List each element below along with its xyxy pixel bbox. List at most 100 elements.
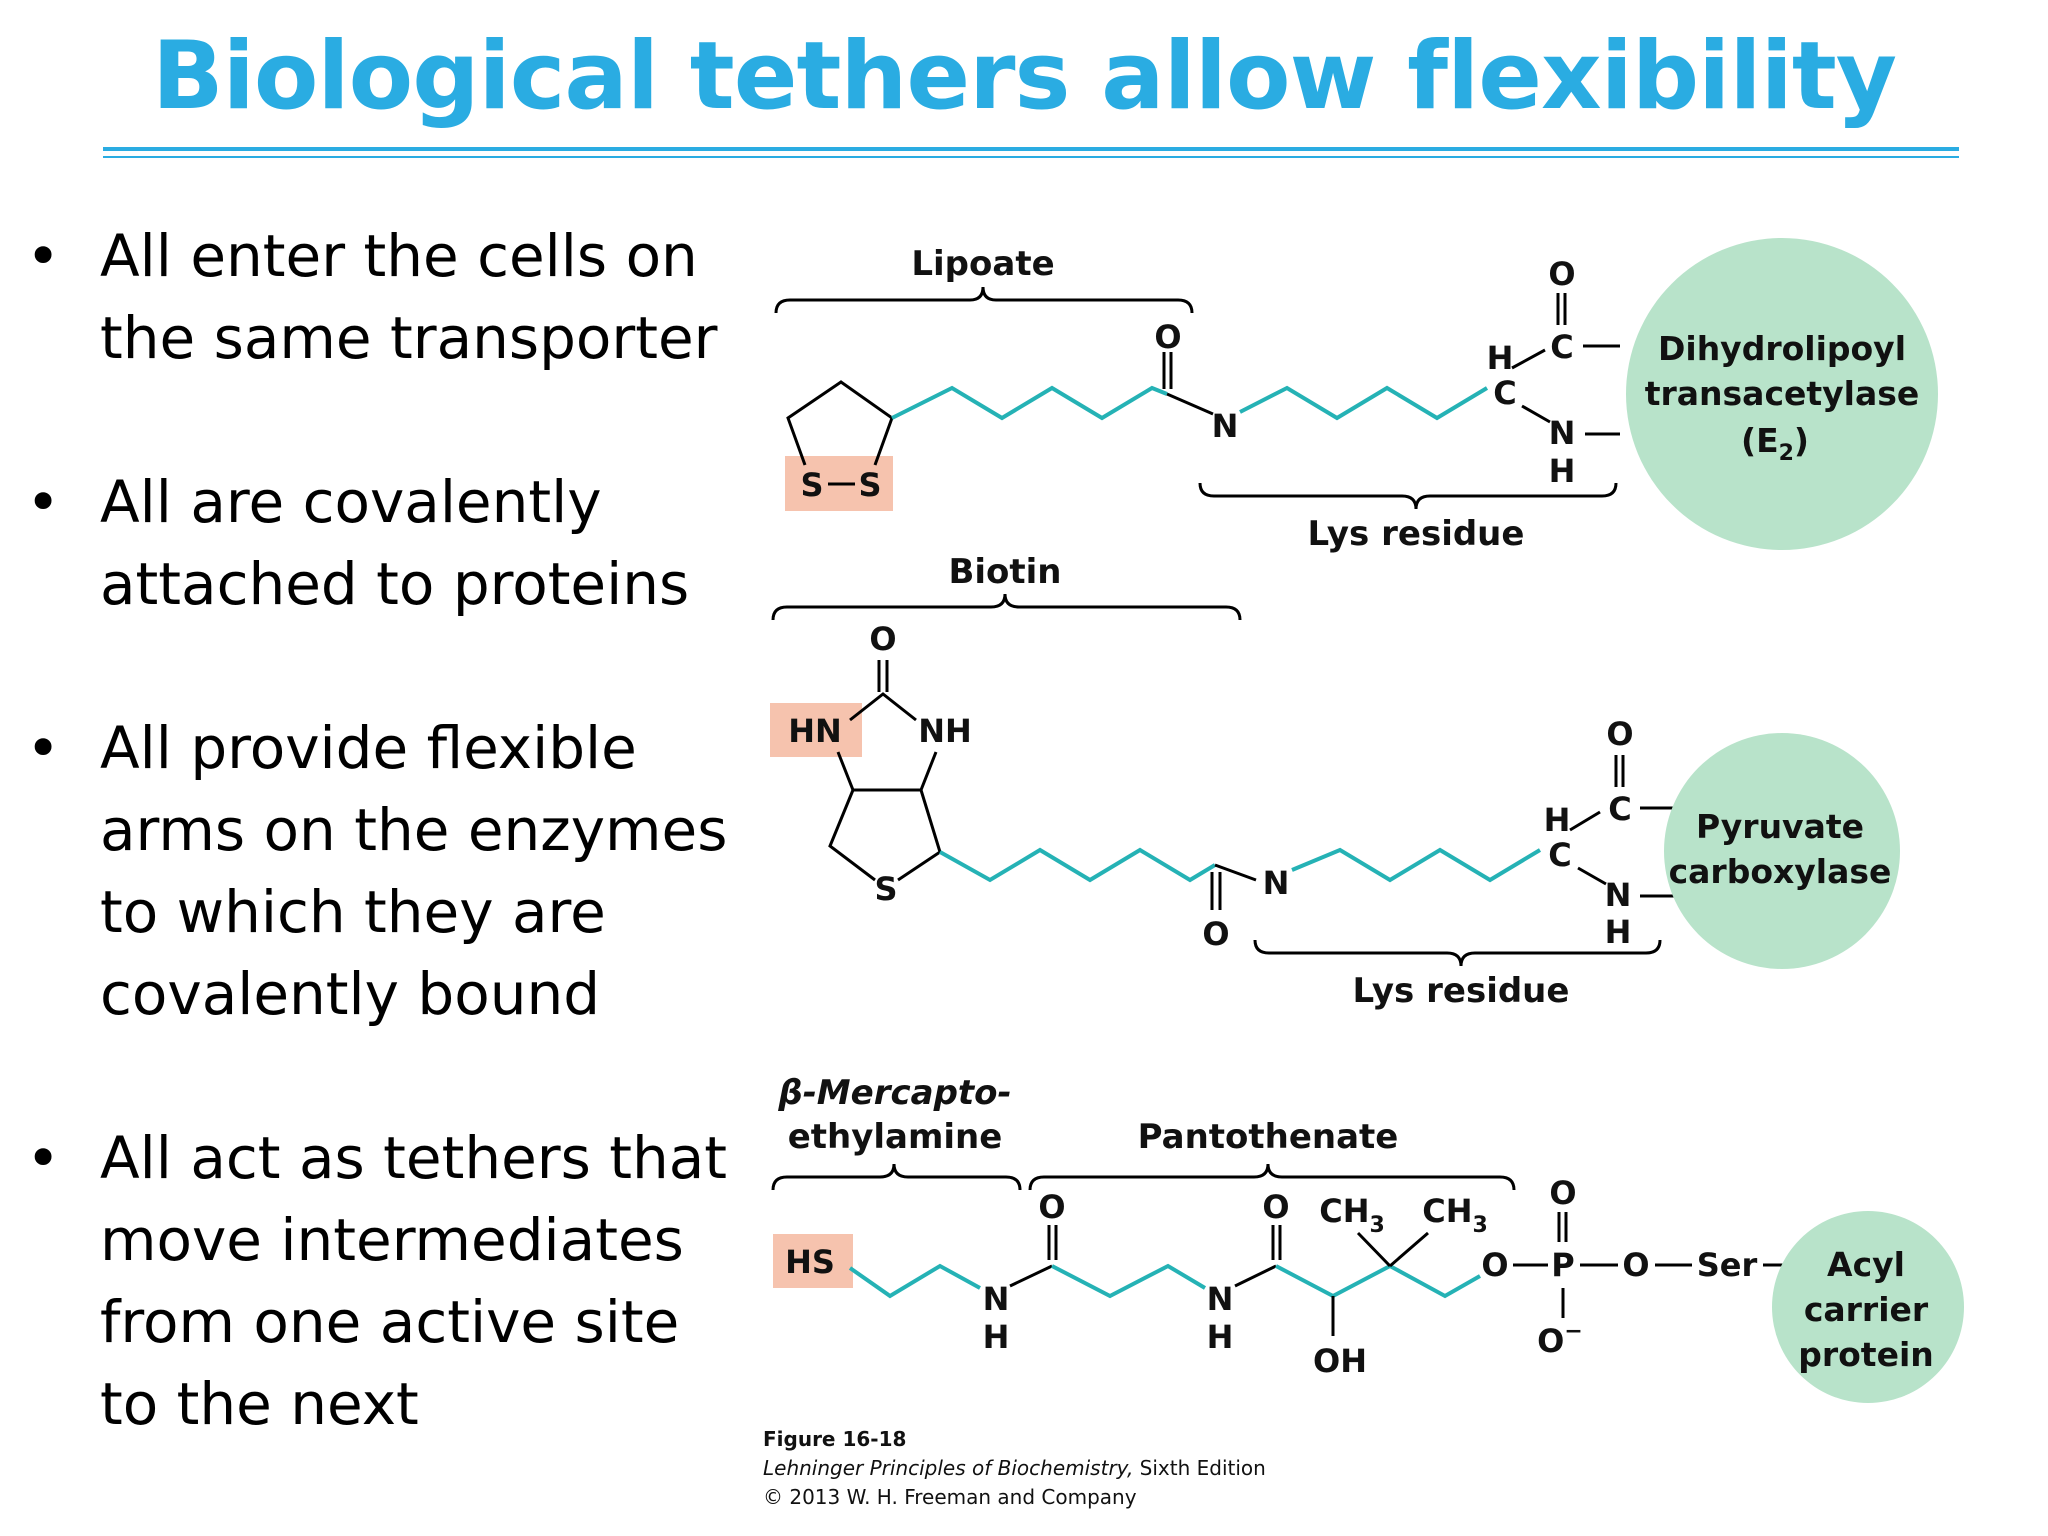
hydroxyl-group: OH bbox=[1313, 1342, 1367, 1380]
lys-residue-brace bbox=[1253, 939, 1662, 967]
slide-title: Biological tethers allow flexibility bbox=[151, 22, 1897, 131]
alpha-hydrogen: H bbox=[1544, 801, 1571, 839]
peptide-nitrogen: N bbox=[1605, 876, 1632, 914]
sulfur-atom: S bbox=[874, 870, 897, 908]
amide-bond bbox=[1166, 392, 1214, 416]
pantetheine-structure: β-Mercapto- ethylamine Pantothenate HS N… bbox=[771, 1073, 1964, 1403]
urea-ring bbox=[836, 751, 938, 792]
amide-nitrogen: N bbox=[1207, 1280, 1234, 1318]
bond bbox=[1356, 1231, 1392, 1268]
title-underline bbox=[103, 147, 1959, 151]
bullet-text: All enter the cells on the same transpor… bbox=[100, 222, 718, 372]
lysine-side-chain bbox=[1291, 847, 1542, 883]
bullet-item: •All act as tethers that move intermedia… bbox=[18, 1117, 738, 1445]
carbonyl-carbon: C bbox=[1550, 328, 1573, 366]
thiol-highlight bbox=[773, 1234, 853, 1288]
bond bbox=[1389, 1231, 1429, 1268]
enzyme-circle bbox=[1664, 733, 1900, 969]
nitrogen-atom: NH bbox=[918, 712, 972, 750]
protein-name: Acyl bbox=[1827, 1245, 1905, 1284]
oxygen-atom: O bbox=[1606, 715, 1633, 753]
oxygen-atom: O bbox=[1038, 1188, 1065, 1226]
peptide-hydrogen: H bbox=[1605, 913, 1632, 951]
lipoate-label: Lipoate bbox=[911, 244, 1054, 284]
protein-name: protein bbox=[1798, 1335, 1934, 1374]
biotin-label: Biotin bbox=[948, 552, 1061, 592]
peptide-nitrogen: N bbox=[1549, 414, 1576, 452]
enzyme-name: Dihydrolipoyl bbox=[1658, 329, 1906, 368]
amide-bond bbox=[1214, 863, 1257, 882]
pantoate-chain bbox=[1275, 1263, 1481, 1299]
carbonyl-carbon: C bbox=[1608, 790, 1631, 828]
mercaptoethylamine-brace bbox=[771, 1163, 1022, 1191]
dithiolane-ring bbox=[786, 380, 894, 466]
lipoate-structure: Lipoate S S O N H C C O N H Lys residue … bbox=[774, 238, 1938, 554]
oxygen-atom: O bbox=[1548, 255, 1575, 293]
peptide-hydrogen: H bbox=[1549, 452, 1576, 490]
amide-bond bbox=[1234, 1264, 1277, 1288]
ester-oxygen: O bbox=[1622, 1246, 1649, 1284]
bullet-text: All provide flexible arms on the enzymes… bbox=[100, 714, 728, 1028]
lysine-side-chain bbox=[1239, 385, 1489, 421]
reactive-nitrogen: HN bbox=[788, 712, 842, 750]
bullet-item: •All provide flexible arms on the enzyme… bbox=[18, 707, 738, 1035]
protein-name: carrier bbox=[1804, 1290, 1929, 1329]
oxygen-atom: O bbox=[1202, 915, 1229, 953]
bullet-item: •All are covalently attached to proteins bbox=[18, 461, 738, 625]
bond bbox=[1577, 866, 1607, 886]
amide-nitrogen: N bbox=[983, 1280, 1010, 1318]
amide-hydrogen: H bbox=[983, 1318, 1010, 1356]
bond bbox=[1521, 404, 1551, 424]
amide-hydrogen: H bbox=[1207, 1318, 1234, 1356]
pantothenate-brace bbox=[1028, 1163, 1516, 1191]
oxygen-atom: O bbox=[869, 620, 896, 658]
figure-caption: Figure 16-18 Lehninger Principles of Bio… bbox=[763, 1427, 1266, 1509]
book-citation: Lehninger Principles of Biochemistry, Si… bbox=[763, 1456, 1266, 1480]
bullet-dot: • bbox=[26, 1124, 61, 1192]
enzyme-circle bbox=[1626, 238, 1938, 550]
alpha-carbon: C bbox=[1493, 374, 1516, 412]
title-underline-thin bbox=[103, 156, 1959, 158]
valerate-chain bbox=[939, 847, 1217, 883]
enzyme-circle bbox=[1772, 1211, 1964, 1403]
phosphorus-atom: P bbox=[1551, 1246, 1574, 1284]
lys-residue-brace bbox=[1198, 482, 1618, 510]
methyl-group: CH3 bbox=[1422, 1192, 1488, 1238]
alanine-chain bbox=[1051, 1263, 1207, 1299]
bullet-text: All are covalently attached to proteins bbox=[100, 468, 690, 618]
bullet-list: • All enter the cells on the same transpo… bbox=[18, 215, 738, 1445]
phosphate-oxygen-anion: O− bbox=[1537, 1319, 1583, 1360]
ester-oxygen: O bbox=[1481, 1246, 1508, 1284]
biotin-brace bbox=[771, 593, 1242, 621]
biotin-structure: Biotin O HN NH S O N H C C O N H Lys res… bbox=[770, 552, 1900, 1011]
bullet-item: • All enter the cells on the same transpo… bbox=[18, 215, 738, 379]
lipoate-brace bbox=[774, 286, 1194, 314]
copyright-line: © 2013 W. H. Freeman and Company bbox=[763, 1485, 1137, 1509]
thiophane-ring bbox=[828, 789, 876, 882]
ethylamine-chain bbox=[848, 1263, 981, 1299]
bullet-dot: • bbox=[26, 222, 61, 290]
alpha-hydrogen: H bbox=[1487, 339, 1514, 377]
lys-residue-label: Lys residue bbox=[1353, 971, 1570, 1011]
sulfur-atom: S bbox=[858, 466, 881, 504]
enzyme-name: Pyruvate bbox=[1696, 807, 1864, 846]
urea-ring bbox=[849, 692, 917, 722]
thiophane-ring bbox=[897, 789, 942, 882]
enzyme-subunit: (E2) bbox=[1741, 421, 1809, 466]
bond bbox=[1511, 348, 1546, 370]
enzyme-name: transacetylase bbox=[1645, 374, 1920, 413]
amide-nitrogen: N bbox=[1263, 864, 1290, 902]
lys-residue-label: Lys residue bbox=[1308, 514, 1525, 554]
lipoate-chain bbox=[891, 385, 1168, 421]
oxygen-atom: O bbox=[1549, 1174, 1576, 1212]
bond bbox=[1569, 810, 1601, 832]
oxygen-atom: O bbox=[1154, 318, 1181, 356]
serine-residue: Ser bbox=[1697, 1246, 1758, 1284]
oxygen-atom: O bbox=[1262, 1188, 1289, 1226]
thiol-group: HS bbox=[785, 1243, 835, 1281]
mercaptoethylamine-label: ethylamine bbox=[788, 1117, 1003, 1157]
figure-number: Figure 16-18 bbox=[763, 1427, 906, 1451]
alpha-carbon: C bbox=[1548, 836, 1571, 874]
amide-nitrogen: N bbox=[1212, 407, 1239, 445]
